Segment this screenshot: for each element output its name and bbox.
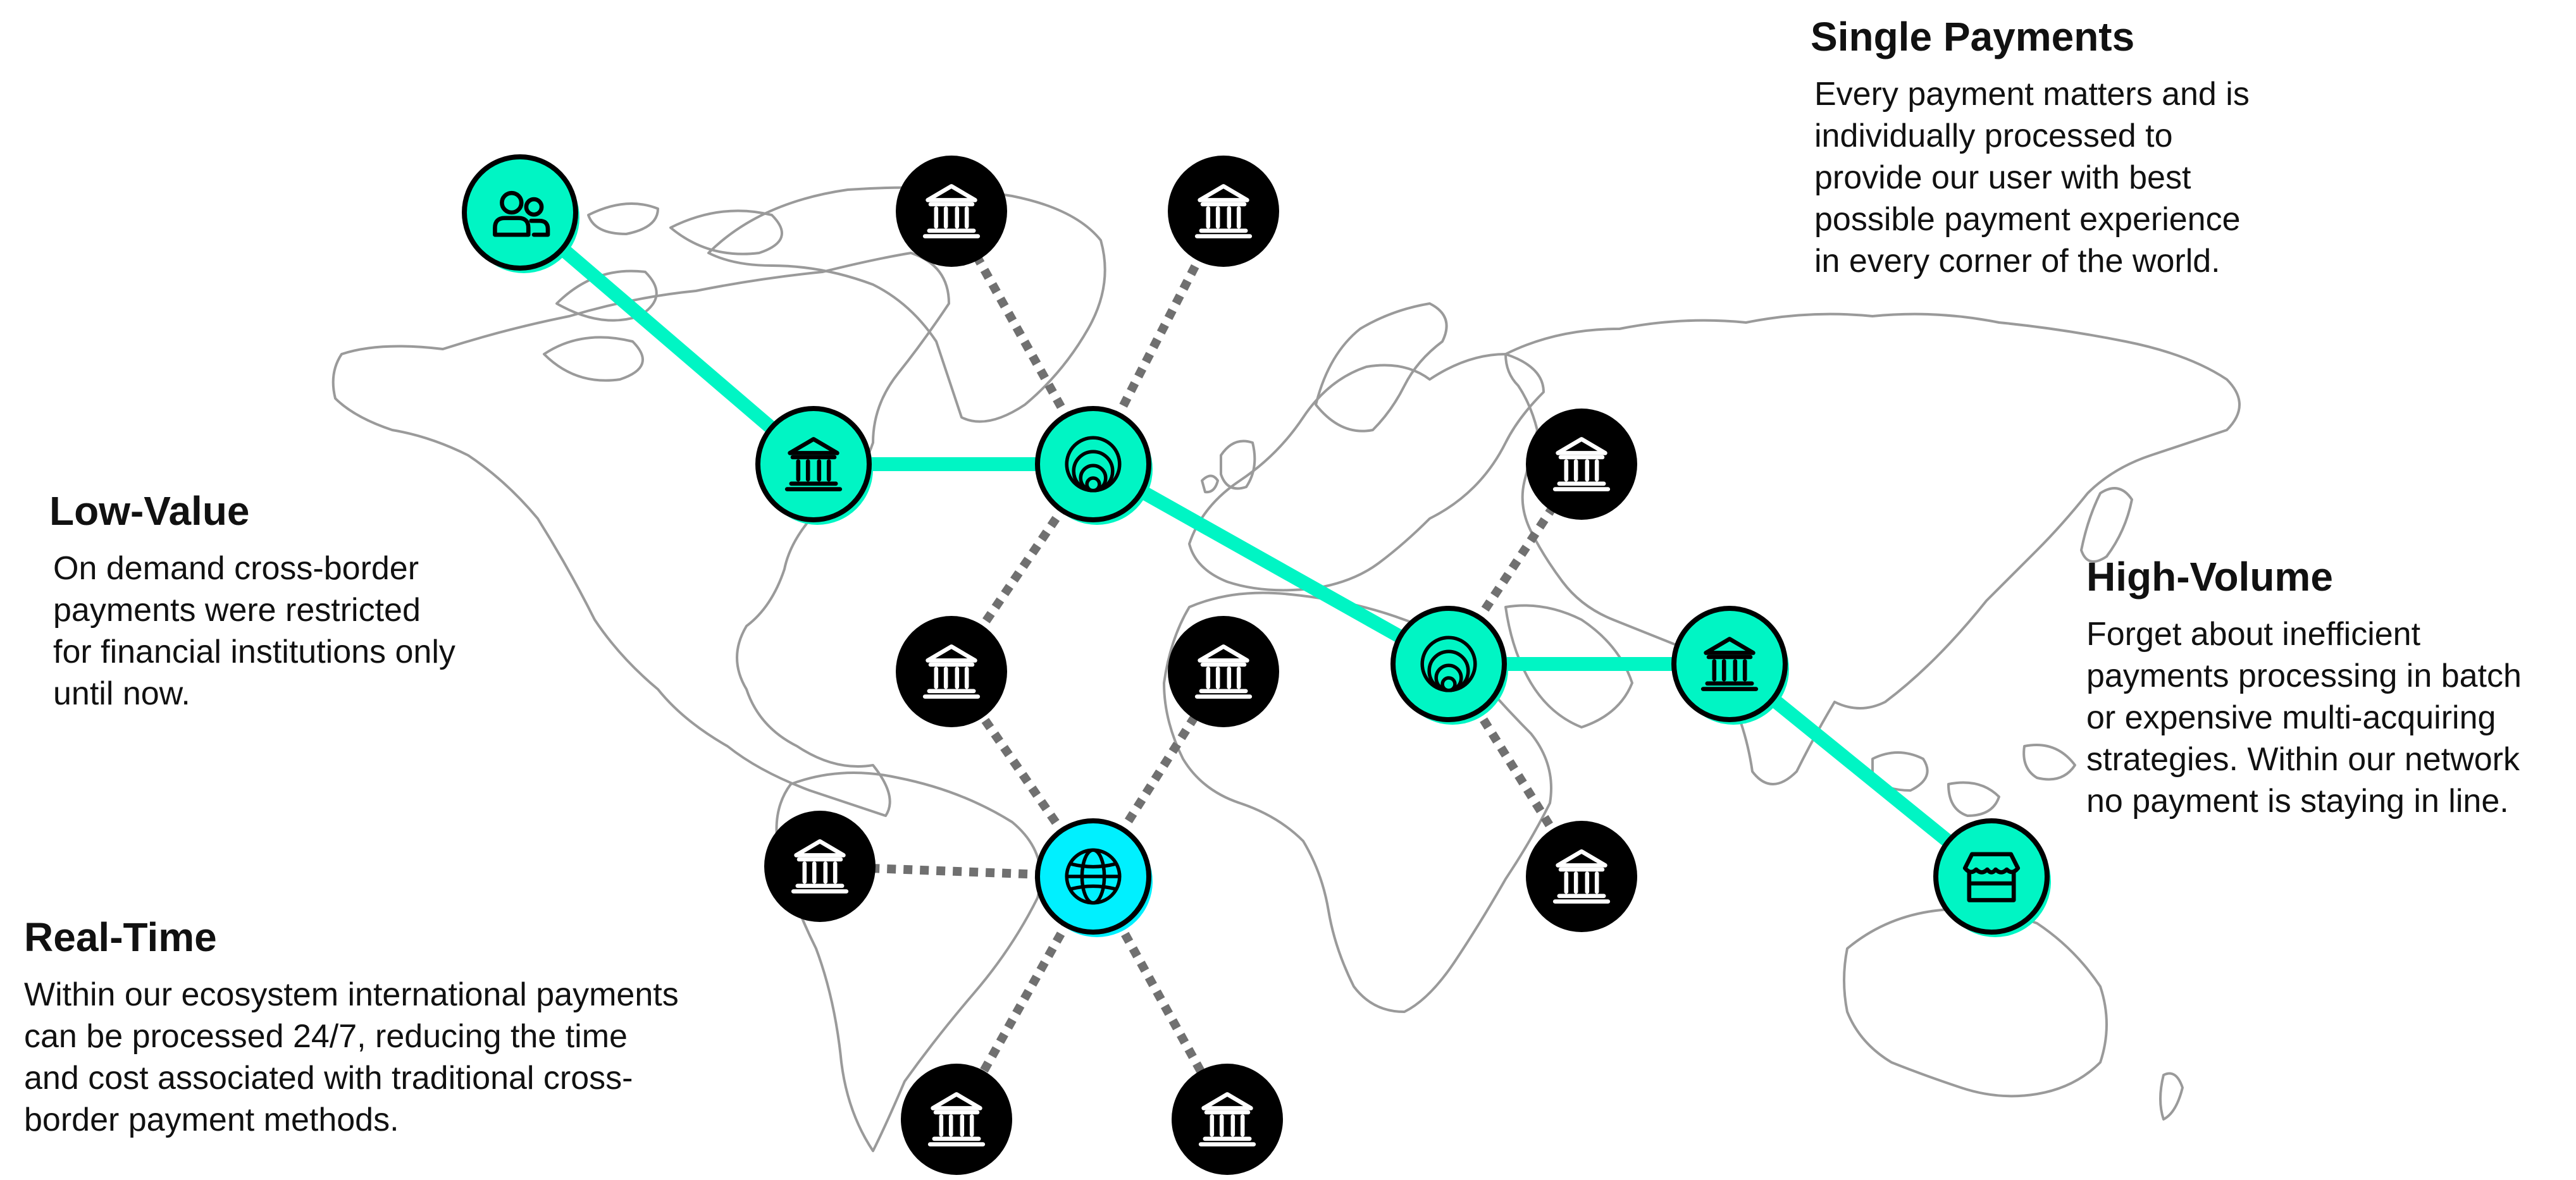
node-bank-mid-right <box>1168 616 1279 727</box>
node-circle <box>1526 409 1637 520</box>
low-value-title: Low-Value <box>49 488 250 534</box>
single-payments-body: Every payment matters and is individuall… <box>1814 76 2250 280</box>
node-circle <box>1933 818 2050 935</box>
node-circle <box>1526 821 1637 932</box>
link-hub-europe-to-hub-asia <box>1086 457 1456 671</box>
high-volume-section: High-Volume Forget about inefficient pay… <box>2086 554 2567 822</box>
node-bank-mid-left <box>896 616 1007 727</box>
node-bank-india <box>1671 606 1789 725</box>
node-circle <box>764 811 876 922</box>
node-bank-top-1 <box>896 156 1007 267</box>
node-circle <box>755 406 872 522</box>
node-hub-europe <box>1035 406 1153 525</box>
node-hub-asia <box>1390 606 1508 725</box>
node-circle <box>901 1064 1012 1175</box>
node-bank-top-2 <box>1168 156 1279 267</box>
node-bank-bottom-2 <box>1172 1064 1283 1175</box>
node-bank-asia-top <box>1526 409 1637 520</box>
network-nodes <box>462 154 2051 1175</box>
node-bank-na <box>755 406 873 525</box>
real-time-title: Real-Time <box>24 914 217 960</box>
node-users <box>462 154 579 273</box>
node-circle <box>896 156 1007 267</box>
single-payments-title: Single Payments <box>1811 14 2135 59</box>
node-circle <box>1172 1064 1283 1175</box>
node-hub-global <box>1035 818 1153 937</box>
node-circle <box>462 154 578 271</box>
node-circle <box>1168 616 1279 727</box>
low-value-body: On demand cross-border payments were res… <box>53 550 455 712</box>
node-circle <box>1168 156 1279 267</box>
single-payments-section: Single Payments Every payment matters an… <box>1811 14 2380 282</box>
node-circle <box>1671 606 1788 722</box>
real-time-section: Real-Time Within our ecosystem internati… <box>24 914 783 1141</box>
link-hub-global-to-bank-global-left <box>819 862 1094 881</box>
node-store <box>1933 818 2051 937</box>
node-bank-asia-bottom <box>1526 821 1637 932</box>
high-volume-body: Forget about inefficient payments proces… <box>2086 616 2522 820</box>
real-time-body: Within our ecosystem international payme… <box>24 976 679 1138</box>
node-bank-bottom-1 <box>901 1064 1012 1175</box>
node-bank-global-left <box>764 811 876 922</box>
link-users-to-bank-na <box>513 206 820 471</box>
node-circle <box>896 616 1007 727</box>
low-value-section: Low-Value On demand cross-border payment… <box>49 488 530 715</box>
high-volume-title: High-Volume <box>2086 554 2333 599</box>
